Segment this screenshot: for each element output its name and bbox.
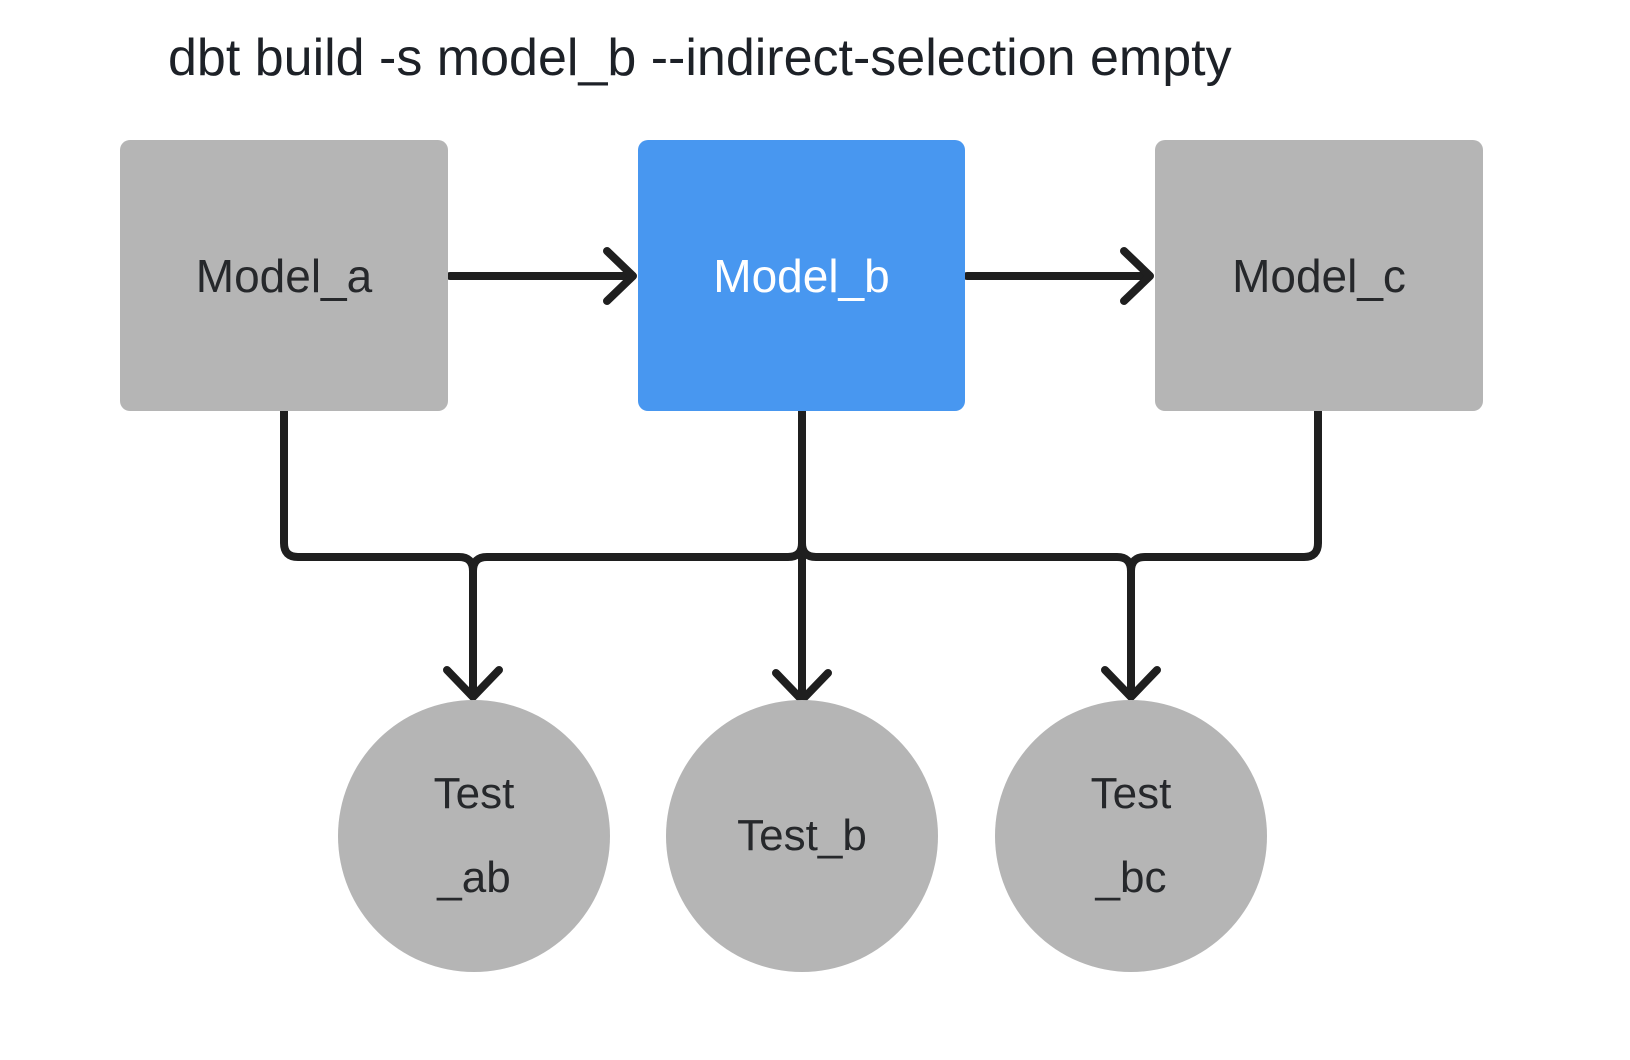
node-model-a: Model_a (120, 140, 448, 411)
edge-model-a-to-test-ab (280, 407, 477, 697)
arrowhead-model-c-left (1120, 247, 1154, 305)
node-test-ab: Test _ab (338, 700, 610, 972)
node-model-c: Model_c (1155, 140, 1483, 411)
arrowhead-model-b-left (603, 247, 637, 305)
node-test-b-label: Test_b (737, 811, 867, 861)
edge-model-b-to-test-ab (469, 407, 806, 697)
arrowhead-test-bc (1101, 666, 1161, 701)
node-test-ab-label: Test _ab (433, 769, 515, 902)
node-model-b-label: Model_b (713, 249, 890, 302)
node-model-a-label: Model_a (195, 249, 373, 302)
edge-model-b-to-test-bc (798, 407, 1135, 697)
arrowhead-test-ab (443, 666, 503, 701)
node-model-c-label: Model_c (1232, 249, 1406, 302)
node-model-b: Model_b (638, 140, 965, 411)
node-test-b: Test_b (666, 700, 938, 972)
node-test-bc: Test _bc (995, 700, 1267, 972)
diagram-title: dbt build -s model_b --indirect-selectio… (168, 29, 1232, 87)
edge-model-c-to-test-bc (1127, 407, 1322, 697)
node-test-bc-label: Test _bc (1090, 769, 1172, 902)
